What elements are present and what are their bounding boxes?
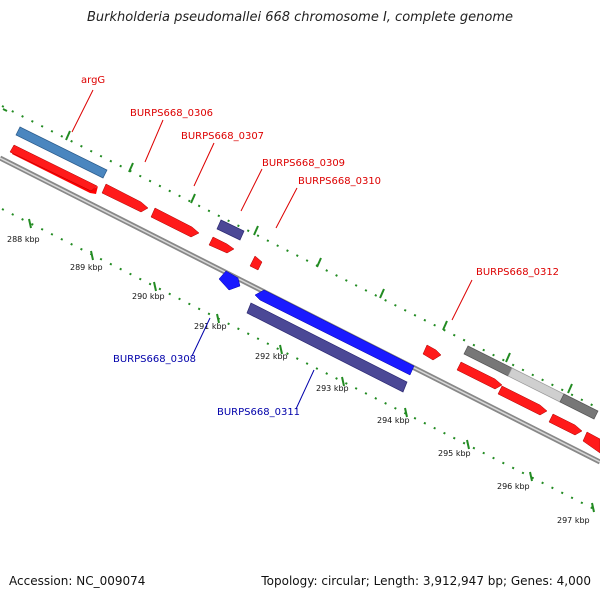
gene-label-0310[interactable]: BURPS668_0310 xyxy=(298,176,381,187)
gene-0306-arrow[interactable] xyxy=(101,183,149,213)
tick-label: 292 kbp xyxy=(255,352,288,361)
gene-label-0309[interactable]: BURPS668_0309 xyxy=(262,158,345,169)
feature-0311-box[interactable] xyxy=(246,302,408,393)
upper-tick-track xyxy=(1,105,600,410)
gene-0309-arrow[interactable] xyxy=(208,236,235,254)
accession-text: Accession: NC_009074 xyxy=(9,574,146,588)
feature-purple-small-upper[interactable] xyxy=(216,219,245,241)
genome-summary-text: Topology: circular; Length: 3,912,947 bp… xyxy=(261,574,591,588)
tick-label: 293 kbp xyxy=(316,384,349,393)
gene-0308-arrow[interactable] xyxy=(218,270,241,291)
map-title: Burkholderia pseudomallei 668 chromosome… xyxy=(86,10,514,25)
gene-label-0306[interactable]: BURPS668_0306 xyxy=(130,108,213,119)
tick-label: 291 kbp xyxy=(194,322,227,331)
gene-0307-arrow[interactable] xyxy=(150,207,200,238)
feature-gray-box-3[interactable] xyxy=(559,393,599,420)
tick-label: 288 kbp xyxy=(7,235,40,244)
lower-major-ticks xyxy=(28,218,595,513)
gene-label-0307[interactable]: BURPS668_0307 xyxy=(181,131,264,142)
forward-genes xyxy=(9,144,600,454)
gene-argG-arrow-body[interactable] xyxy=(9,144,98,192)
gene-label-0308[interactable]: BURPS668_0308 xyxy=(113,354,196,365)
gene-red-arrow-right-2[interactable] xyxy=(497,385,548,416)
label-leaders xyxy=(71,89,473,410)
tick-label: 294 kbp xyxy=(377,416,410,425)
tick-label: 289 kbp xyxy=(70,263,103,272)
gene-red-arrow-right-4[interactable] xyxy=(582,431,600,454)
gene-0310-arrow[interactable] xyxy=(249,255,263,271)
gene-red-arrow-right-1[interactable] xyxy=(456,361,503,390)
gene-label-0311[interactable]: BURPS668_0311 xyxy=(217,407,300,418)
lower-tick-track xyxy=(1,208,600,513)
gene-red-arrow-right-3[interactable] xyxy=(548,413,583,436)
tick-label: 295 kbp xyxy=(438,449,471,458)
feature-argG-box[interactable] xyxy=(15,126,108,179)
gene-0312-arrow[interactable] xyxy=(422,344,442,361)
gene-label-argG[interactable]: argG xyxy=(81,75,105,86)
upper-major-ticks xyxy=(65,130,573,394)
gene-blue-long-arrow[interactable] xyxy=(254,289,415,376)
tick-label: 297 kbp xyxy=(557,516,590,525)
gene-label-0312[interactable]: BURPS668_0312 xyxy=(476,267,559,278)
tick-label: 290 kbp xyxy=(132,292,165,301)
tick-label: 296 kbp xyxy=(497,482,530,491)
